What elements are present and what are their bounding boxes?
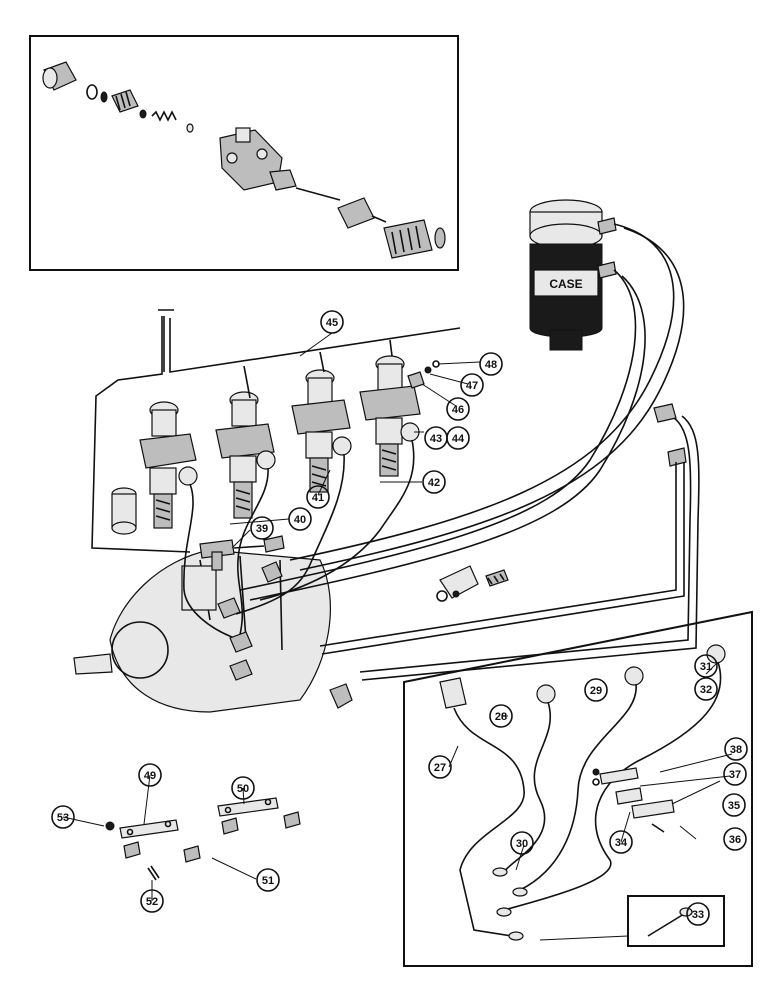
callout-30: 30 — [510, 831, 534, 855]
callout-39-label: 39 — [256, 523, 268, 535]
callout-48: 48 — [479, 352, 503, 376]
callout-28: 28 — [489, 704, 513, 728]
callout-33: 33 — [686, 902, 710, 926]
injector-1 — [139, 401, 197, 529]
injector-sleeve — [111, 487, 137, 535]
callout-44-label: 44 — [452, 433, 465, 445]
filter-brand-label: CASE — [549, 277, 582, 291]
callout-43: 43 — [424, 426, 448, 450]
tee-fitting — [199, 535, 285, 583]
injector-3 — [291, 369, 351, 493]
callout-48-label: 48 — [485, 359, 497, 371]
callout-51-label: 51 — [262, 875, 274, 887]
callout-50: 50 — [231, 776, 255, 800]
callout-38-label: 38 — [730, 744, 742, 756]
callout-53: 53 — [51, 805, 75, 829]
callout-45-label: 45 — [326, 317, 338, 329]
callout-46: 46 — [446, 397, 470, 421]
callout-46-label: 46 — [452, 404, 464, 416]
callout-30-label: 30 — [516, 838, 528, 850]
callout-35: 35 — [722, 793, 746, 817]
injector-exploded-parts — [42, 61, 446, 259]
callout-52-label: 52 — [146, 896, 158, 908]
callout-36-label: 36 — [729, 834, 741, 846]
line-clamps — [105, 797, 301, 881]
callout-27: 27 — [428, 755, 452, 779]
callout-45: 45 — [320, 310, 344, 334]
callout-43-label: 43 — [430, 433, 442, 445]
callouts: 45 48 47 46 43 44 42 41 40 39 53 49 50 5… — [51, 310, 748, 926]
callout-31: 31 — [694, 654, 718, 678]
callout-35-label: 35 — [728, 800, 740, 812]
injectors — [111, 355, 421, 535]
callout-47: 47 — [460, 373, 484, 397]
callout-40: 40 — [288, 507, 312, 531]
injector-lines-inset — [403, 610, 753, 967]
leak-off-line — [91, 309, 461, 553]
callout-37-label: 37 — [729, 769, 741, 781]
callout-33-label: 33 — [692, 909, 704, 921]
callout-51: 51 — [256, 868, 280, 892]
callout-32-label: 32 — [700, 684, 712, 696]
bracket-bolt-center — [436, 565, 509, 602]
callout-47-label: 47 — [466, 380, 478, 392]
callout-37: 37 — [723, 762, 747, 786]
callout-27-label: 27 — [434, 762, 446, 774]
injection-pump — [73, 549, 331, 713]
callout-49: 49 — [138, 763, 162, 787]
callout-34: 34 — [609, 830, 633, 854]
callout-29: 29 — [584, 678, 608, 702]
callout-52: 52 — [140, 889, 164, 913]
injector-4 — [359, 355, 421, 477]
injector-supply-lines — [178, 422, 420, 681]
callout-28-label: 28 — [495, 711, 507, 723]
return-lines — [319, 403, 700, 709]
callout-39: 39 — [250, 516, 274, 540]
injector-2 — [215, 391, 275, 519]
callout-42-label: 42 — [428, 477, 440, 489]
callout-40-label: 40 — [294, 514, 306, 526]
callout-50-label: 50 — [237, 783, 249, 795]
callout-38: 38 — [724, 737, 748, 761]
callout-42: 42 — [422, 470, 446, 494]
inset-frame-top — [29, 35, 459, 271]
callout-36: 36 — [723, 827, 747, 851]
callout-53-label: 53 — [57, 812, 69, 824]
callout-34-label: 34 — [615, 837, 628, 849]
callout-41: 41 — [306, 485, 330, 509]
callout-31-label: 31 — [700, 661, 712, 673]
filter-lines — [239, 223, 685, 601]
callout-41-label: 41 — [312, 492, 324, 504]
callout-29-label: 29 — [590, 685, 602, 697]
callout-32: 32 — [694, 677, 718, 701]
injector-exploded-inset — [29, 35, 459, 271]
callout-44: 44 — [446, 426, 470, 450]
fuel-filter: CASE — [529, 199, 617, 351]
callout-49-label: 49 — [144, 770, 156, 782]
